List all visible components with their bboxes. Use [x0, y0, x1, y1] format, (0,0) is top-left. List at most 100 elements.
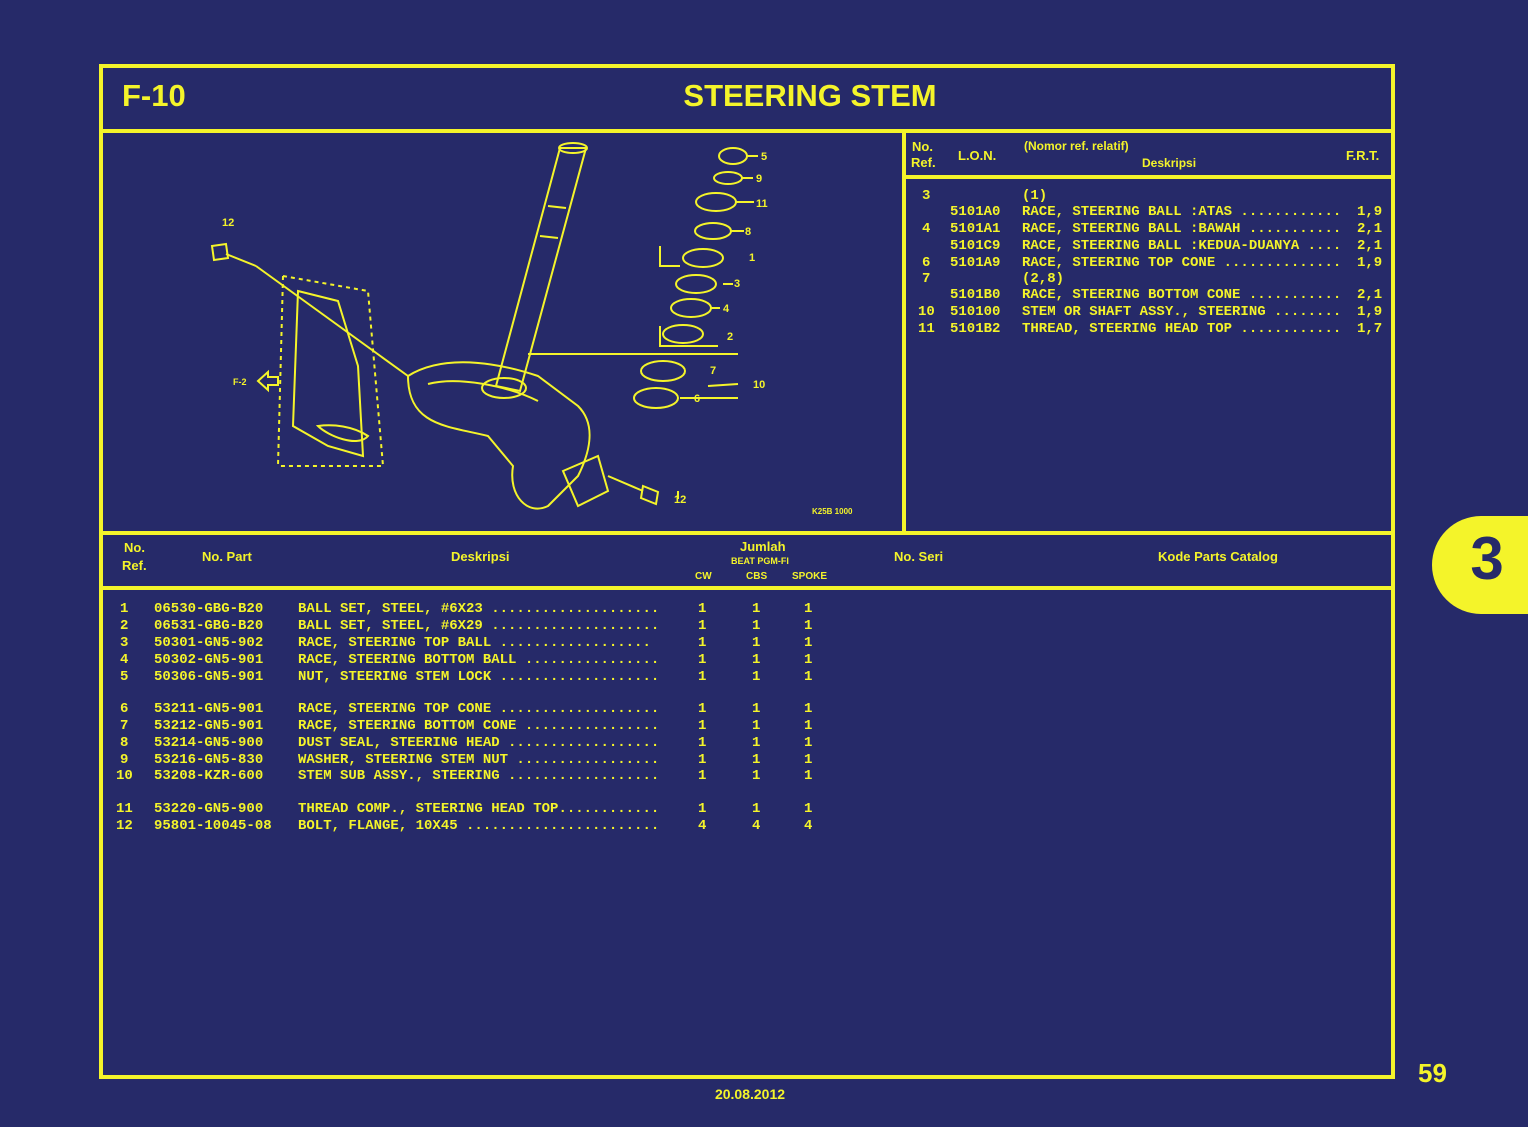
part-ref: 12	[116, 818, 133, 834]
parts-header-part: No. Part	[202, 549, 252, 564]
lon-desc: (1)	[1022, 188, 1048, 204]
qty-cw: 1	[698, 601, 707, 617]
part-desc: BALL SET, STEEL, #6X29 .................…	[298, 618, 660, 634]
part-ref: 7	[120, 718, 129, 734]
parts-header-catalog: Kode Parts Catalog	[1158, 549, 1278, 564]
part-ref: 2	[120, 618, 129, 634]
part-desc: BOLT, FLANGE, 10X45 ....................…	[298, 818, 660, 834]
part-ref: 11	[116, 801, 133, 817]
print-date: 20.08.2012	[714, 1086, 786, 1102]
diagram-label: 6	[694, 393, 700, 405]
qty-cbs: 1	[752, 701, 761, 717]
lon-frt: 2,1	[1357, 287, 1383, 303]
lon-code: 5101A0	[950, 204, 1001, 220]
part-number: 95801-10045-08	[154, 818, 272, 834]
lon-desc: RACE, STEERING BALL :KEDUA-DUANYA ....	[1022, 238, 1342, 254]
qty-cw: 1	[698, 669, 707, 685]
parts-header-model: BEAT PGM-FI	[731, 556, 789, 566]
exploded-parts-diagram: 5 9 11 8 1 3 4 2 7 10 6 12 12 F-2 K25B 1…	[210, 142, 853, 516]
part-desc: RACE, STEERING TOP CONE ................…	[298, 701, 660, 717]
part-desc: STEM SUB ASSY., STEERING ...............…	[298, 768, 660, 784]
diagram-label: 7	[710, 365, 716, 377]
qty-cw: 1	[698, 701, 707, 717]
lon-header-divider	[902, 175, 1395, 179]
part-desc: THREAD COMP., STEERING HEAD TOP.........…	[298, 801, 660, 817]
qty-cw: 1	[698, 652, 707, 668]
parts-header-ref: Ref.	[122, 558, 147, 573]
diagram-label: 4	[723, 303, 730, 315]
part-ref: 1	[120, 601, 129, 617]
diagram-label: 3	[734, 278, 740, 290]
diagram-label: F-2	[233, 377, 247, 387]
qty-spoke: 1	[804, 669, 813, 685]
qty-spoke: 1	[804, 768, 813, 784]
diagram-label: 11	[756, 198, 768, 210]
qty-cw: 1	[698, 735, 707, 751]
qty-spoke: 1	[804, 752, 813, 768]
part-desc: RACE, STEERING TOP BALL ................…	[298, 635, 651, 651]
lon-frt: 2,1	[1357, 238, 1383, 254]
qty-spoke: 1	[804, 601, 813, 617]
lon-desc: RACE, STEERING BALL :BAWAH ...........	[1022, 221, 1342, 237]
part-ref: 4	[120, 652, 129, 668]
figure-code: K25B 1000	[812, 507, 853, 516]
part-number: 53220-GN5-900	[154, 801, 264, 817]
lon-desc: (2,8)	[1022, 271, 1065, 287]
part-number: 53208-KZR-600	[154, 768, 264, 784]
lon-desc: RACE, STEERING BALL :ATAS ............	[1022, 204, 1342, 220]
diagram-label: 5	[761, 151, 767, 163]
lon-code: 5101B2	[950, 321, 1001, 337]
lon-code: 5101C9	[950, 238, 1001, 254]
part-number: 53216-GN5-830	[154, 752, 264, 768]
part-desc: DUST SEAL, STEERING HEAD ...............…	[298, 735, 660, 751]
lon-header-desc-top: (Nomor ref. relatif)	[1024, 139, 1129, 153]
lon-frt: 2,1	[1357, 221, 1383, 237]
part-desc: RACE, STEERING BOTTOM BALL .............…	[298, 652, 660, 668]
lon-frt: 1,9	[1357, 204, 1383, 220]
part-number: 50306-GN5-901	[154, 669, 264, 685]
qty-spoke: 1	[804, 801, 813, 817]
qty-spoke: 1	[804, 618, 813, 634]
part-number: 06530-GBG-B20	[154, 601, 264, 617]
part-number: 50301-GN5-902	[154, 635, 264, 651]
qty-cw: 4	[698, 818, 707, 834]
lon-code: 510100	[950, 304, 1001, 320]
lon-desc: THREAD, STEERING HEAD TOP ............	[1022, 321, 1342, 337]
lon-desc: RACE, STEERING BOTTOM CONE ...........	[1022, 287, 1342, 303]
parts-header-no: No.	[124, 540, 145, 555]
lon-frt: 1,9	[1357, 304, 1383, 320]
diagram-label: 2	[727, 331, 733, 343]
qty-cbs: 1	[752, 635, 761, 651]
parts-header-spoke: SPOKE	[792, 571, 828, 582]
part-number: 53211-GN5-901	[154, 701, 264, 717]
qty-spoke: 1	[804, 635, 813, 651]
lon-frt: 1,7	[1357, 321, 1383, 337]
lon-code: 5101A1	[950, 221, 1001, 237]
lon-ref: 10	[918, 304, 935, 320]
parts-header-jumlah: Jumlah	[740, 539, 786, 554]
diagram-divider	[902, 129, 906, 535]
parts-header-desc: Deskripsi	[451, 549, 510, 564]
section-tab-number: 3	[1470, 525, 1504, 592]
lon-header-lon: L.O.N.	[958, 148, 997, 163]
part-desc: NUT, STEERING STEM LOCK ................…	[298, 669, 660, 685]
part-desc: WASHER, STEERING STEM NUT ..............…	[298, 752, 660, 768]
page-frame	[99, 64, 1395, 1079]
part-number: 06531-GBG-B20	[154, 618, 264, 634]
qty-cw: 1	[698, 618, 707, 634]
part-number: 53214-GN5-900	[154, 735, 264, 751]
qty-spoke: 1	[804, 718, 813, 734]
qty-cbs: 1	[752, 735, 761, 751]
qty-cbs: 1	[752, 618, 761, 634]
diagram-label: 10	[753, 379, 765, 391]
page-title: STEERING STEM	[683, 78, 937, 113]
part-ref: 6	[120, 701, 129, 717]
diagram-label: 12	[674, 494, 686, 506]
part-ref: 10	[116, 768, 133, 784]
lon-code: 5101B0	[950, 287, 1001, 303]
qty-cbs: 1	[752, 601, 761, 617]
diagram-label: 12	[222, 217, 234, 229]
lon-frt: 1,9	[1357, 255, 1383, 271]
page-number: 59	[1418, 1058, 1447, 1088]
